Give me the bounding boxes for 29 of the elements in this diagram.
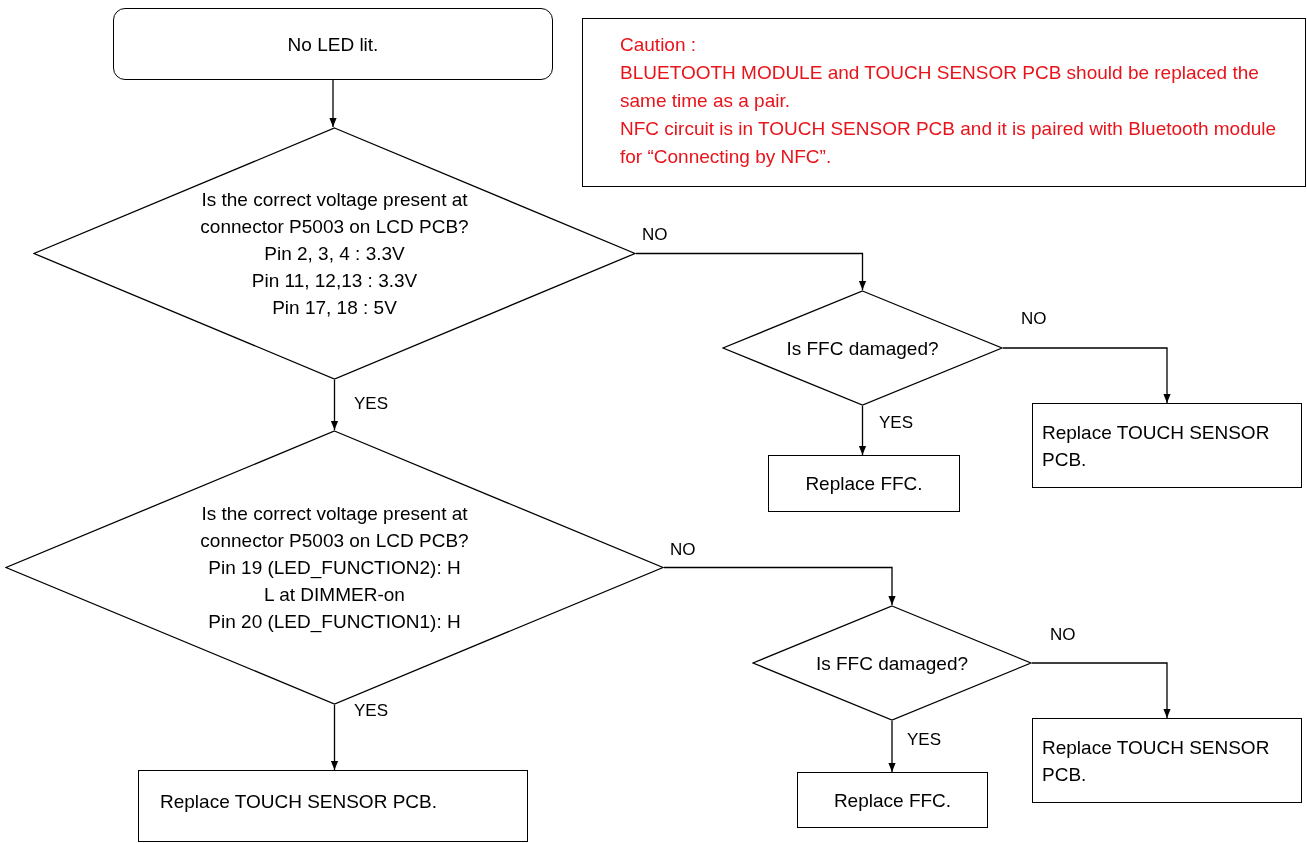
caution-text: NFC circuit is in TOUCH SENSOR PCB and it is paired with Bluetooth module for “Connecting by NFC”. [620,117,1278,169]
question-text: Pin 2, 3, 4 : 3.3V [264,242,405,266]
arrow [1002,347,1171,404]
question-text: Pin 17, 18 : 5V [272,296,397,320]
question-text: Pin 20 (LED_FUNCTION1): H [208,610,461,635]
action-box: Replace TOUCH SENSOR PCB. [1032,403,1302,488]
question-text: Is FFC damaged? [815,651,969,676]
question-text: Is FFC damaged? [786,336,939,361]
caution-text: BLUETOOTH MODULE and TOUCH SENSOR PCB should be replaced the same time as a pair. [620,61,1260,113]
arrow [1031,662,1171,719]
question-text: Is the correct voltage present at connector P5003 on LCD PCB? [199,188,470,239]
arrow [635,252,867,291]
arrow [858,405,867,456]
caution-note [582,18,1306,187]
action-box: Replace TOUCH SENSOR PCB. [138,770,528,842]
action-box: Replace FFC. [797,772,988,828]
arrow [663,566,896,606]
question-text: Is the correct voltage present at connector P5003 on LCD PCB? [199,502,470,553]
question-text: Pin 11, 12,13 : 3.3V [251,269,418,293]
question-text: L at DIMMER-on [264,583,405,607]
caution-text: Caution : [620,33,698,57]
question-text: Pin 19 (LED_FUNCTION2): H [208,556,461,581]
start-box: No LED lit. [113,8,553,80]
arrow [330,704,339,771]
arrow [329,79,337,128]
action-box: Replace TOUCH SENSOR PCB. [1032,718,1302,803]
action-box: Replace FFC. [768,455,960,512]
arrow [888,720,896,773]
arrow [330,379,339,431]
